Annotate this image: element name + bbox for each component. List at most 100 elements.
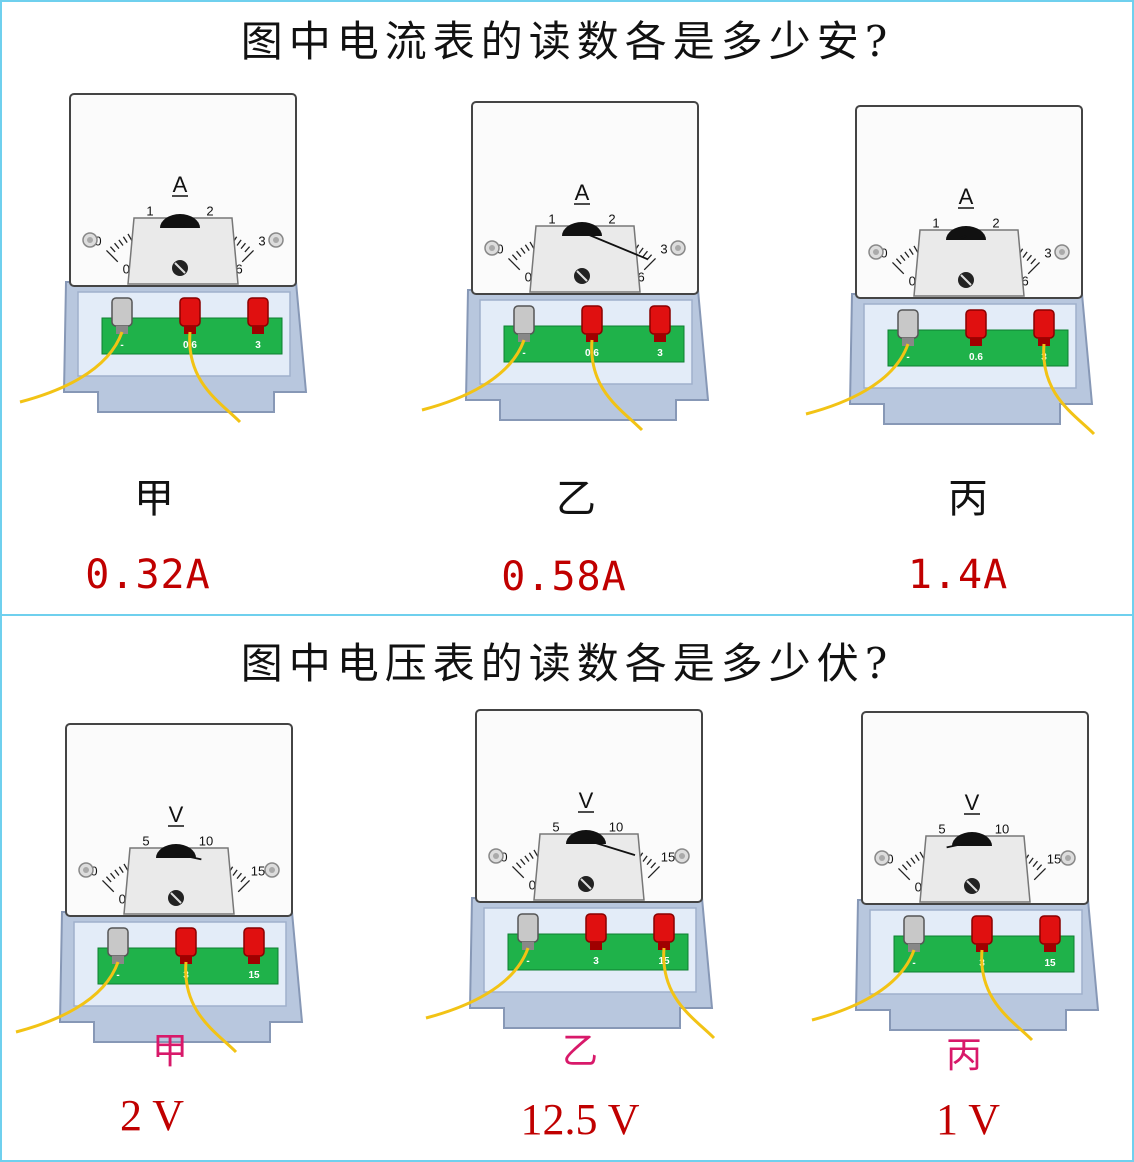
terminal-knob [513,305,535,335]
dial-face [855,105,1083,299]
terminal-stem [1044,944,1056,952]
terminal-knob [179,297,201,327]
terminal-stem [902,338,914,346]
outer-scale-label: 1 [146,203,153,218]
mount-screw-center [679,853,685,859]
ammeter-bing-meter: 012300.20.40.6A-0.63 [805,105,1096,436]
pointer-needle [585,839,636,856]
negative-lead-wire [811,949,916,1022]
outer-scale-label: 0 [886,851,893,866]
scale-tick [109,246,116,253]
inner-scale-label: 0 [915,880,922,895]
pointer-window [919,835,1031,903]
terminal-stem [180,956,192,964]
terminal-label: 3 [593,956,599,967]
terminal-label: 3 [657,348,663,359]
black-terminal-post [107,927,129,964]
voltmeter-jia-caption: 甲 [151,1031,188,1072]
negative-lead-wire [421,339,526,412]
terminal-knob [247,297,269,327]
terminal-label: - [116,970,119,981]
red-terminal-post [585,913,607,950]
ammeter-yi-answer: 0.58A [501,554,627,600]
red-terminal-post [971,915,993,952]
terminal-knob [581,305,603,335]
outer-scale-label: 15 [661,849,675,864]
terminal-label: - [906,352,909,363]
pointer-needle [175,853,202,861]
scale-tick [908,248,914,256]
pointer-window [529,225,641,293]
mount-screw-center [493,853,499,859]
ammeter-yi-caption: 乙 [556,476,596,522]
dial-face [65,723,293,917]
scale-tick [906,860,912,868]
outer-scale-label: 1 [548,211,555,226]
unit-symbol: A [173,172,188,197]
outer-scale-label: 10 [199,833,213,848]
terminal-stem [908,944,920,952]
terminal-label: 3 [255,340,261,351]
mount-screw-center [489,245,495,251]
pointer-needle [581,231,648,261]
scale-tick [122,236,128,244]
outer-scale-label: 5 [142,833,149,848]
dial-face [475,709,703,903]
terminal-knob [1039,915,1061,945]
outer-scale-label: 1 [932,215,939,230]
terminal-stem [522,942,534,950]
scale-tick [102,880,115,893]
inner-scale-label: 0 [529,878,536,893]
pointer-window [913,229,1025,297]
scale-tick [237,880,250,893]
positive-lead-wire [1042,343,1096,436]
positive-lead-wire [188,331,242,424]
scale-tick [511,254,518,261]
voltmeter-jia-meter: 0510150123V-315 [15,723,304,1054]
outer-scale-label: 3 [660,241,667,256]
scale-tick [1028,857,1034,864]
scale-tick [516,250,522,258]
terminal-stem [586,334,598,342]
zero-adjust-slot [580,878,592,890]
negative-lead-wire [19,331,124,404]
pointer-needle [960,235,967,239]
pointer-window [533,833,645,901]
terminal-knob [897,309,919,339]
scale-tick [240,242,246,250]
scale-tick [638,247,644,254]
outer-scale-label: 0 [880,245,887,260]
scale-tick [898,868,911,881]
ammeter-bing-answer: 1.4A [907,552,1009,598]
outer-scale-label: 5 [938,821,945,836]
voltmeter-question-title: 图中电压表的读数各是多少伏? [240,639,894,688]
ammeter-question-title: 图中电流表的读数各是多少安? [240,17,894,66]
outer-scale-label: 0 [94,233,101,248]
red-terminal-post [649,305,671,342]
scale-tick [118,866,124,874]
red-terminal-post [965,309,987,346]
mount-screw-center [873,249,879,255]
terminal-label: 0.6 [969,352,983,363]
unit-symbol: V [965,790,980,815]
pointer-window [127,217,239,285]
mount-screw-center [269,867,275,873]
red-terminal-post [581,305,603,342]
inner-scale-label: 0 [123,262,130,277]
outer-scale-label: 10 [995,821,1009,836]
scale-tick [1027,262,1040,275]
scale-tick [524,244,530,252]
ammeter-jia-caption: 甲 [134,476,174,522]
pointer-window [123,847,235,915]
negative-lead-wire [15,961,120,1034]
pivot-cap [946,226,986,240]
terminal-knob [243,927,265,957]
outer-scale-label: 3 [1044,245,1051,260]
voltmeter-bing-meter: 0510150123V-315 [811,711,1100,1042]
black-terminal-post [111,297,133,334]
zero-adjust-slot [576,270,588,282]
pivot-cap [566,830,606,844]
terminal-knob [971,915,993,945]
terminal-stem [1038,338,1050,346]
